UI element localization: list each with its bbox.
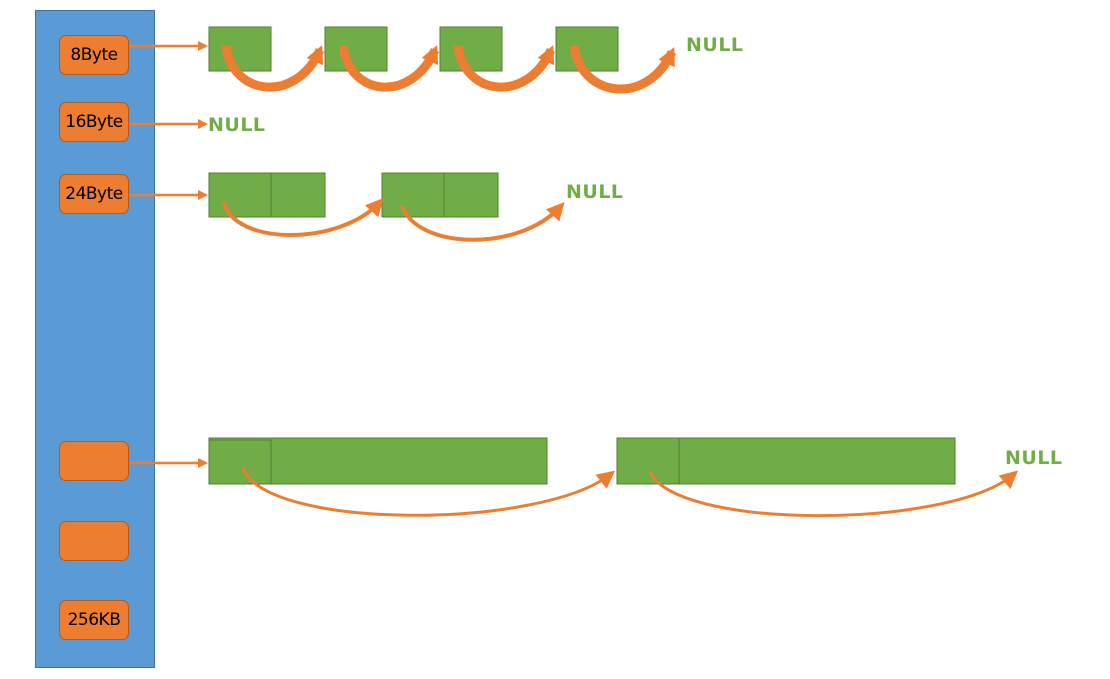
block-8byte-3	[439, 26, 503, 72]
null-label-8byte: NULL	[686, 34, 744, 56]
null-label-16byte: NULL	[208, 114, 266, 136]
link-24byte-1	[222, 198, 384, 237]
bucket-16byte: 16Byte	[59, 102, 129, 142]
bucket-large-1	[59, 441, 129, 481]
null-label-24byte: NULL	[566, 181, 624, 203]
link-large-2	[648, 470, 1019, 518]
block-8byte-1	[208, 26, 272, 72]
link-8byte-4	[569, 45, 677, 94]
link-8byte-3	[453, 45, 556, 92]
bucket-8byte: 8Byte	[59, 35, 129, 75]
link-8byte-1	[221, 45, 325, 92]
null-label-large: NULL	[1005, 447, 1063, 469]
block-24byte-2-body	[443, 172, 499, 218]
block-24byte-1-head	[208, 172, 272, 218]
bucket-large-2	[59, 521, 129, 561]
link-8byte-2	[338, 45, 440, 92]
block-8byte-2	[324, 26, 388, 72]
block-large-1-head	[208, 439, 272, 485]
block-24byte-1-body	[270, 172, 326, 218]
bucket-256kb: 256KB	[59, 600, 129, 640]
link-large-1	[241, 467, 616, 517]
link-24byte-2	[400, 201, 565, 242]
block-24byte-2-head	[381, 172, 445, 218]
bucket-24byte: 24Byte	[59, 174, 129, 214]
block-large-2-body	[616, 437, 956, 485]
block-8byte-4	[555, 26, 619, 72]
